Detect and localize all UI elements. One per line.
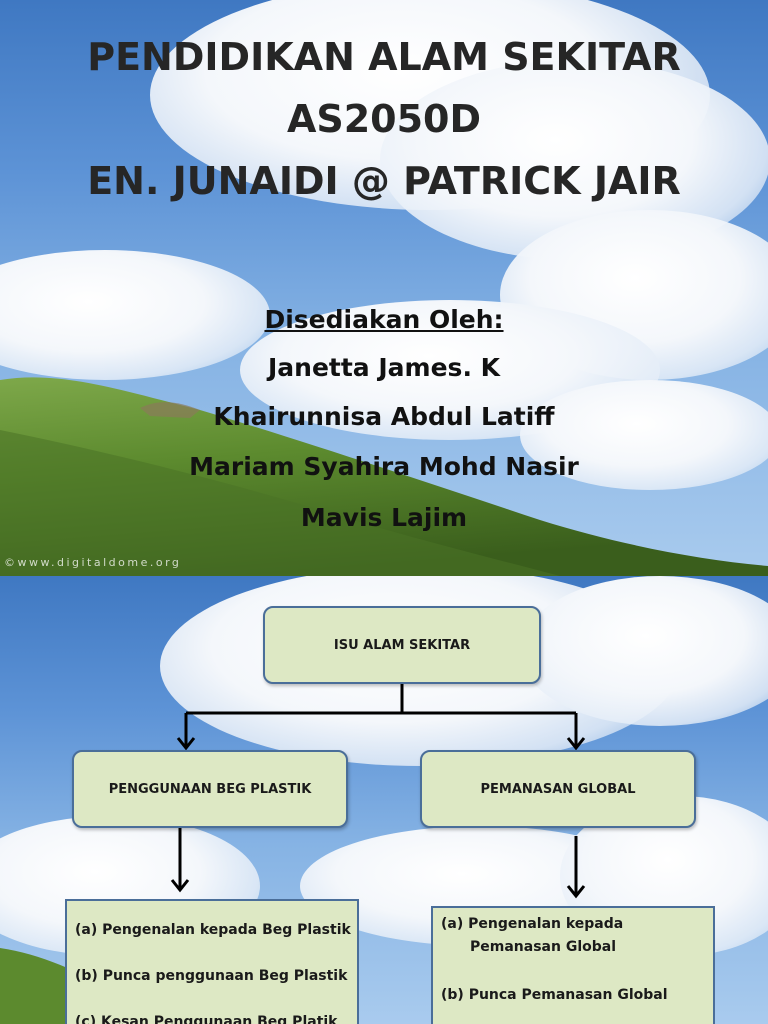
plastic-bag-topic-label: PENGGUNAAN BEG PLASTIK: [108, 781, 312, 797]
course-title: PENDIDIKAN ALAM SEKITAR: [87, 35, 681, 79]
author-name: Janetta James. K: [267, 353, 501, 382]
connector-lines: [170, 684, 586, 899]
cloud: [520, 380, 768, 490]
global-warming-details-box: (a) Pengenalan kepada Pemanasan Global (…: [431, 906, 715, 1024]
plastic-bag-topic-box: PENGGUNAAN BEG PLASTIK: [72, 750, 348, 828]
plastic-bag-detail-item: (a) Pengenalan kepada Beg Plastik: [75, 922, 351, 938]
global-warming-detail-item: Pemanasan Global: [470, 939, 617, 955]
plastic-bag-detail-item: (b) Punca penggunaan Beg Plastik: [75, 968, 348, 984]
prepared-by-label: Disediakan Oleh:: [264, 305, 504, 334]
global-warming-topic-label: PEMANASAN GLOBAL: [480, 781, 636, 797]
plastic-bag-detail-item: (c) Kesan Penggunaan Beg Platik: [75, 1014, 338, 1024]
author-name: Khairunnisa Abdul Latiff: [213, 402, 555, 431]
global-warming-topic-box: PEMANASAN GLOBAL: [420, 750, 696, 828]
course-code: AS2050D: [286, 97, 482, 141]
diagram-slide: ISU ALAM SEKITAR PENGGUNAAN BEG PLASTIK …: [0, 576, 768, 1024]
cloud: [0, 250, 270, 380]
global-warming-detail-item: (b) Punca Pemanasan Global: [441, 987, 668, 1003]
plastic-bag-details-box: (a) Pengenalan kepada Beg Plastik (b) Pu…: [65, 899, 359, 1024]
watermark: ©www.digitaldome.org: [4, 556, 182, 569]
lecturer-name: EN. JUNAIDI @ PATRICK JAIR: [87, 159, 681, 203]
author-name: Mariam Syahira Mohd Nasir: [189, 452, 579, 481]
grassy-hill: [0, 377, 768, 576]
author-name: Mavis Lajim: [300, 503, 468, 532]
cloud: [520, 576, 768, 726]
root-topic-label: ISU ALAM SEKITAR: [333, 637, 471, 653]
global-warming-detail-item: (a) Pengenalan kepada: [441, 916, 624, 932]
title-slide: PENDIDIKAN ALAM SEKITAR AS2050D EN. JUNA…: [0, 0, 768, 576]
root-topic-box: ISU ALAM SEKITAR: [263, 606, 541, 684]
